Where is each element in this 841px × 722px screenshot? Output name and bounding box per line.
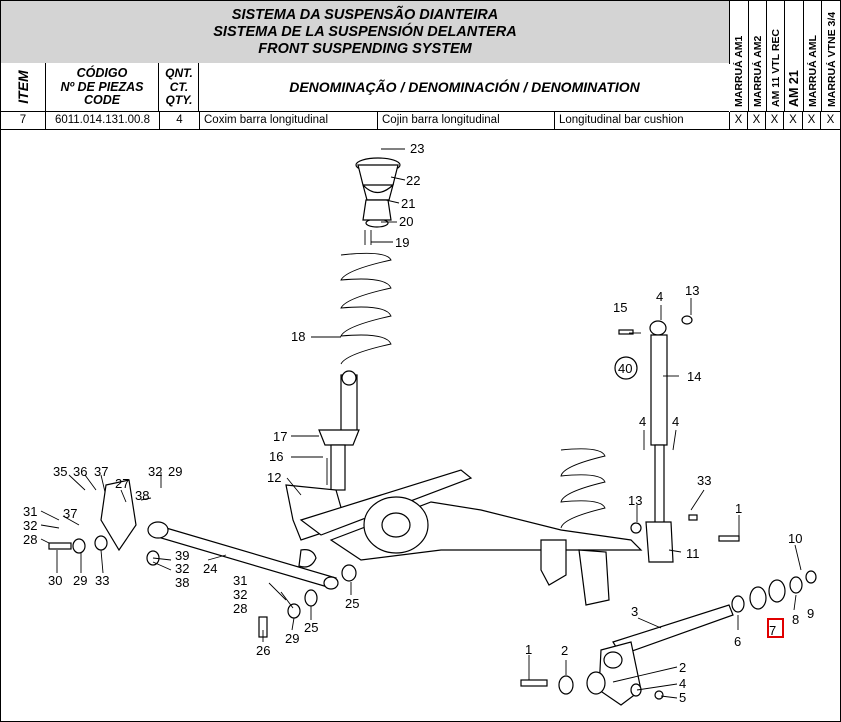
callout-33a: 33 bbox=[697, 473, 711, 488]
callout-31b: 31 bbox=[233, 573, 247, 588]
callout-20: 20 bbox=[399, 214, 413, 229]
callout-21: 21 bbox=[401, 196, 415, 211]
row-mark-am1: X bbox=[730, 112, 748, 129]
callout-29b: 29 bbox=[73, 573, 87, 588]
callout-29c: 29 bbox=[285, 631, 299, 646]
callout-32c: 32 bbox=[175, 561, 189, 576]
callout-36: 36 bbox=[73, 464, 87, 479]
shock-absorber bbox=[645, 320, 674, 563]
callout-7: 7 bbox=[769, 623, 776, 638]
reference-circle bbox=[614, 356, 638, 380]
model-vtne: MARRUÁ VTNE 3/4 bbox=[821, 1, 841, 111]
callout-1a: 1 bbox=[735, 501, 742, 516]
callout-4c: 4 bbox=[672, 414, 679, 429]
model-aml: MARRUÁ AML bbox=[803, 1, 822, 111]
callout-38a: 38 bbox=[135, 488, 149, 503]
callout-2a: 2 bbox=[561, 643, 568, 658]
callout-32b: 32 bbox=[23, 518, 37, 533]
callout-4b: 4 bbox=[639, 414, 646, 429]
callout-28a: 28 bbox=[23, 532, 37, 547]
row-mark-am11: X bbox=[766, 112, 784, 129]
control-arm bbox=[598, 604, 734, 706]
callout-23: 23 bbox=[410, 141, 424, 156]
row-code: 6011.014.131.00.8 bbox=[46, 112, 160, 129]
callout-22: 22 bbox=[406, 173, 420, 188]
model-am2: MARRUÁ AM2 bbox=[748, 1, 767, 111]
row-denomination-pt: Coxim barra longitudinal bbox=[200, 112, 378, 129]
bottom-hardware bbox=[520, 671, 664, 700]
longitudinal-bar bbox=[100, 479, 339, 590]
item-column-header: ITEM bbox=[1, 63, 46, 111]
callout-18: 18 bbox=[291, 329, 305, 344]
callout-37a: 37 bbox=[94, 464, 108, 479]
callout-16: 16 bbox=[269, 449, 283, 464]
title-block: SISTEMA DA SUSPENSÃO DIANTEIRA SISTEMA D… bbox=[1, 1, 730, 64]
callout-31a: 31 bbox=[23, 504, 37, 519]
bushing-stack bbox=[731, 570, 817, 613]
callout-24: 24 bbox=[203, 561, 217, 576]
callout-40: 40 bbox=[618, 361, 632, 376]
callout-6: 6 bbox=[734, 634, 741, 649]
callout-25b: 25 bbox=[345, 596, 359, 611]
model-am11-vtl-rec: AM 11 VTL REC bbox=[766, 1, 785, 111]
callout-25a: 25 bbox=[304, 620, 318, 635]
callout-1b: 1 bbox=[525, 642, 532, 657]
callout-33b: 33 bbox=[95, 573, 109, 588]
title-spanish: SISTEMA DE LA SUSPENSIÓN DELANTERA bbox=[213, 24, 517, 40]
callout-38b: 38 bbox=[175, 575, 189, 590]
right-spring-assembly bbox=[540, 448, 610, 606]
exploded-view-drawing: 23 22 21 20 19 18 17 16 12 15 4 13 40 14… bbox=[23, 141, 817, 706]
callout-14: 14 bbox=[687, 369, 701, 384]
model-am1: MARRUÁ AM1 bbox=[733, 35, 745, 107]
row-mark-vtne: X bbox=[826, 114, 835, 126]
callout-26: 26 bbox=[256, 643, 270, 658]
callout-32a: 32 bbox=[148, 464, 162, 479]
title-english: FRONT SUSPENDING SYSTEM bbox=[258, 41, 472, 57]
row-qty: 4 bbox=[160, 112, 200, 129]
code-column-header: CÓDIGO Nº DE PIEZAS CODE bbox=[46, 63, 159, 111]
title-portuguese: SISTEMA DA SUSPENSÃO DIANTEIRA bbox=[231, 7, 499, 23]
denomination-column-header: DENOMINAÇÃO / DENOMINACIÓN / DENOMINATIO… bbox=[289, 79, 640, 95]
callout-8: 8 bbox=[792, 612, 799, 627]
callout-4d: 4 bbox=[679, 676, 686, 691]
model-am21: AM 21 bbox=[784, 1, 804, 111]
callout-19: 19 bbox=[395, 235, 409, 250]
callout-28b: 28 bbox=[233, 601, 247, 616]
callout-12: 12 bbox=[267, 470, 281, 485]
callout-10: 10 bbox=[788, 531, 802, 546]
callout-17: 17 bbox=[273, 429, 287, 444]
row-item: 7 bbox=[1, 112, 46, 129]
column-header-row: ITEM CÓDIGO Nº DE PIEZAS CODE QNT. CT. Q… bbox=[1, 63, 729, 112]
callout-3: 3 bbox=[631, 604, 638, 619]
row-mark-am2: X bbox=[748, 112, 766, 129]
callout-15: 15 bbox=[613, 300, 627, 315]
callout-4a: 4 bbox=[656, 289, 663, 304]
qty-column-header: QNT. CT. QTY. bbox=[160, 63, 199, 111]
row-denomination-en: Longitudinal bar cushion bbox=[555, 112, 730, 129]
callout-5: 5 bbox=[679, 690, 686, 705]
callout-13a: 13 bbox=[685, 283, 699, 298]
callout-30: 30 bbox=[48, 573, 62, 588]
callout-11: 11 bbox=[686, 546, 700, 561]
callout-29a: 29 bbox=[168, 464, 182, 479]
callout-35: 35 bbox=[53, 464, 67, 479]
row-mark-aml: X bbox=[803, 112, 821, 129]
callout-2b: 2 bbox=[679, 660, 686, 675]
highlighted-item-marker bbox=[767, 618, 784, 638]
leader-lines bbox=[40, 148, 802, 699]
callout-13b: 13 bbox=[628, 493, 642, 508]
callout-32d: 32 bbox=[233, 587, 247, 602]
axle-frame bbox=[299, 469, 643, 561]
callout-9: 9 bbox=[807, 606, 814, 621]
callout-39: 39 bbox=[175, 548, 189, 563]
callout-37b: 37 bbox=[63, 506, 77, 521]
left-hardware bbox=[48, 315, 740, 638]
callout-labels: 23 22 21 20 19 18 17 16 12 15 4 13 40 14… bbox=[23, 141, 814, 705]
table-row: 7 6011.014.131.00.8 4 Coxim barra longit… bbox=[1, 112, 840, 130]
model-columns: MARRUÁ AM1 MARRUÁ AM2 AM 11 VTL REC AM 2… bbox=[730, 1, 840, 112]
row-denomination-es: Cojin barra longitudinal bbox=[378, 112, 555, 129]
callout-27: 27 bbox=[115, 476, 129, 491]
row-mark-am21: X bbox=[784, 112, 803, 129]
